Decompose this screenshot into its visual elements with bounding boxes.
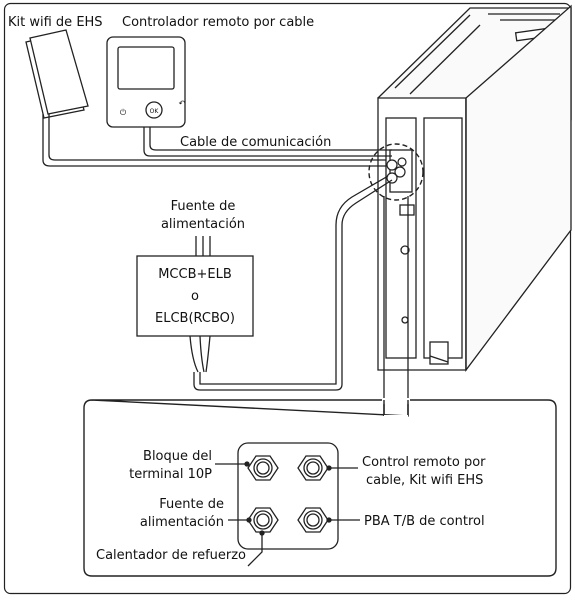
comm-cable-label: Cable de comunicación bbox=[180, 135, 331, 150]
terminal-connection bbox=[386, 157, 407, 184]
power-source-label-1: Fuente de bbox=[171, 199, 236, 214]
diagram-frame bbox=[3, 2, 572, 595]
breaker-label-3: ELCB(RCBO) bbox=[155, 311, 235, 326]
zoom-circle bbox=[368, 143, 424, 201]
communication-cables bbox=[42, 114, 392, 167]
power-icon: ⏻ bbox=[120, 108, 127, 117]
terminal-screw bbox=[247, 455, 279, 481]
back-icon: ↶ bbox=[178, 99, 186, 108]
heater-label: Calentador de refuerzo bbox=[96, 548, 246, 563]
power-detail-label-1: Fuente de bbox=[159, 497, 224, 512]
detail-leaders bbox=[215, 461, 360, 567]
remote-controller-device bbox=[106, 36, 186, 128]
kit-wifi-device bbox=[25, 29, 89, 119]
power-cables bbox=[189, 175, 393, 391]
terminal-block-label-2: terminal 10P bbox=[129, 467, 212, 482]
pba-label: PBA T/B de control bbox=[364, 514, 485, 529]
breaker-label-1: MCCB+ELB bbox=[158, 267, 232, 282]
kit-wifi-label: Kit wifi de EHS bbox=[8, 15, 103, 30]
breaker-box bbox=[136, 255, 254, 337]
outdoor-unit bbox=[377, 4, 572, 372]
remote-detail-label-2: cable, Kit wifi EHS bbox=[366, 473, 483, 488]
terminal-screw bbox=[297, 507, 329, 533]
zoom-guide bbox=[383, 196, 409, 400]
terminal-block bbox=[237, 442, 339, 550]
controller-ok-button: OK bbox=[150, 108, 160, 115]
power-source-label-2: alimentación bbox=[161, 217, 245, 232]
remote-detail-label-1: Control remoto por bbox=[362, 455, 486, 470]
breaker-label-2: o bbox=[191, 289, 199, 304]
terminal-block-label-1: Bloque del bbox=[143, 449, 212, 464]
remote-controller-label: Controlador remoto por cable bbox=[122, 15, 314, 30]
terminal-screw bbox=[297, 455, 329, 481]
power-detail-label-2: alimentación bbox=[140, 515, 224, 530]
